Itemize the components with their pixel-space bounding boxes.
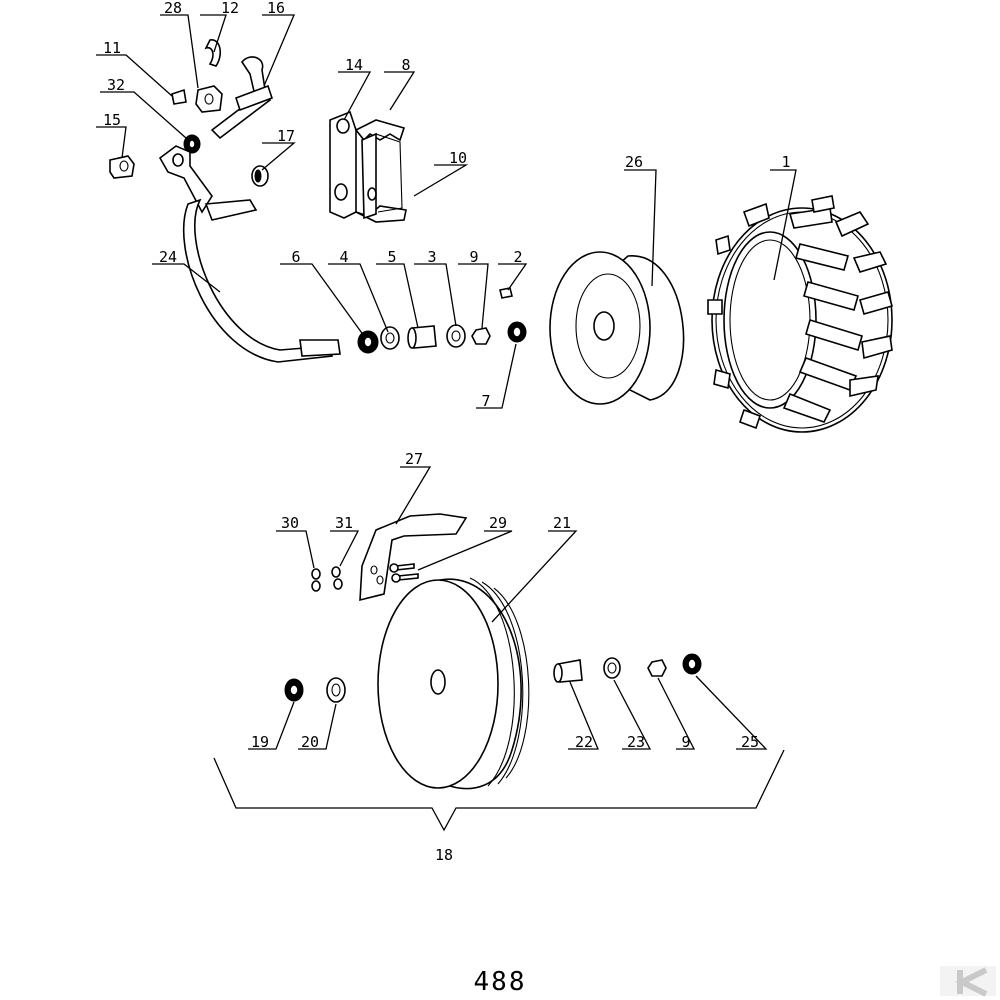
callout-29: 30	[281, 514, 299, 532]
axle-washer-part-4	[380, 326, 400, 350]
front-wheel-part-21	[377, 577, 530, 790]
page-number: 488	[474, 967, 527, 997]
callout-2: 2	[513, 248, 522, 266]
callout-16: 16	[267, 0, 285, 17]
spacer-tube-part-5	[407, 325, 437, 349]
callout-8: 8	[401, 56, 410, 74]
spacer-tube-part-22	[553, 659, 583, 683]
callout-22: 22	[575, 733, 593, 751]
block-part-31	[195, 85, 223, 113]
axle-arm-part-24	[158, 145, 341, 363]
callout-20: 20	[301, 733, 319, 751]
tire-part-1	[707, 195, 893, 433]
pin-part-16	[210, 56, 274, 140]
callout-19: 19	[251, 733, 269, 751]
clip-part-12	[204, 39, 222, 67]
cap-part-25	[682, 653, 702, 675]
nut-part-9-top	[471, 327, 491, 345]
callout-9-top: 9	[469, 248, 478, 266]
bearing-part-20	[326, 677, 346, 703]
callout-21: 21	[553, 514, 571, 532]
screw-part-11	[171, 88, 187, 105]
bushing-part-15	[109, 155, 135, 179]
callout-10: 10	[449, 149, 467, 167]
callout-3: 3	[427, 248, 436, 266]
callout-24: 24	[159, 248, 177, 266]
callout-5: 5	[387, 248, 396, 266]
nut-part-32	[183, 134, 201, 154]
washers-part-30	[331, 566, 343, 590]
axle-washer-part-6	[357, 330, 379, 354]
cap-part-7	[507, 321, 527, 343]
callout-4: 4	[339, 248, 348, 266]
callout-28: 29	[489, 514, 507, 532]
bearing-part-23	[603, 657, 621, 679]
mounting-bracket-parts-8-10-14	[329, 110, 407, 223]
callout-18: 18	[435, 846, 453, 864]
callout-32: 32	[107, 76, 125, 94]
callout-17: 17	[277, 127, 295, 145]
spring-pin-part-17	[251, 165, 269, 187]
callout-11: 11	[103, 39, 121, 57]
callout-30: 31	[335, 514, 353, 532]
callout-15: 15	[103, 111, 121, 129]
callout-14: 14	[345, 56, 363, 74]
callout-12: 12	[221, 0, 239, 17]
callout-labels: 28 12 16 11 32 15 17 14 8 10 24 6 4 5 3 …	[103, 0, 791, 864]
nuts-part-29	[311, 568, 321, 592]
callout-23: 23	[627, 733, 645, 751]
callout-25: 25	[741, 733, 759, 751]
scraper-part-27	[359, 513, 468, 602]
callout-9-bottom: 9	[681, 733, 690, 751]
assembly-bracket-18	[213, 749, 785, 832]
brand-logo-icon	[940, 966, 996, 997]
callout-6: 6	[291, 248, 300, 266]
callout-26: 26	[625, 153, 643, 171]
leader-lines	[96, 14, 797, 750]
nut-part-9-bottom	[647, 659, 667, 677]
hub-cap-part-19	[284, 678, 304, 702]
callout-27: 27	[405, 450, 423, 468]
callout-1: 1	[781, 153, 790, 171]
wheel-rim-part-26	[549, 251, 685, 405]
bearing-part-3	[446, 324, 466, 348]
bolts-part-28	[389, 563, 419, 583]
callout-31: 28	[164, 0, 182, 17]
callout-7: 7	[481, 392, 490, 410]
grease-nipple-part-2	[499, 287, 513, 299]
